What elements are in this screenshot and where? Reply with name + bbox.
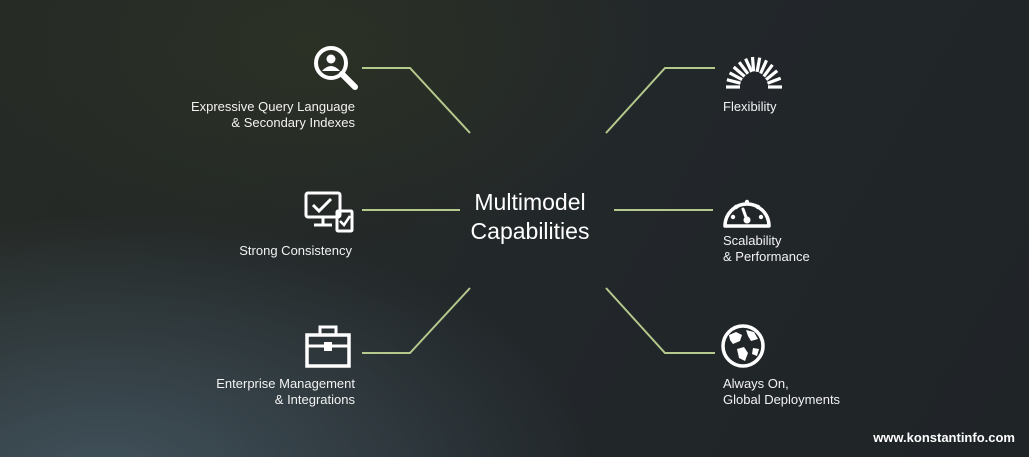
capability-flexibility-label: Flexibility — [723, 99, 777, 114]
center-title: Multimodel Capabilities — [470, 189, 590, 244]
connector-enterprise-management — [362, 287, 471, 354]
briefcase-icon — [304, 324, 352, 370]
globe-icon — [720, 323, 766, 369]
connector-global-deployments — [605, 287, 715, 354]
monitor-check-icon — [304, 191, 356, 235]
capability-query-language-label: Expressive Query Language & Secondary In… — [190, 99, 355, 130]
website-footer: www.konstantinfo.com — [873, 430, 1015, 445]
capability-global-deployments-label: Always On, Global Deployments — [723, 376, 841, 407]
connector-flexibility — [605, 67, 715, 134]
capability-scalability-label: Scalability & Performance — [723, 233, 810, 264]
capability-enterprise-management-label: Enterprise Management & Integrations — [216, 376, 355, 407]
connector-query-language — [362, 67, 471, 134]
capability-strong-consistency-label: Strong Consistency — [239, 243, 352, 258]
spring-arc-icon — [722, 51, 786, 89]
speedometer-icon — [721, 190, 773, 230]
search-user-icon — [311, 43, 359, 91]
